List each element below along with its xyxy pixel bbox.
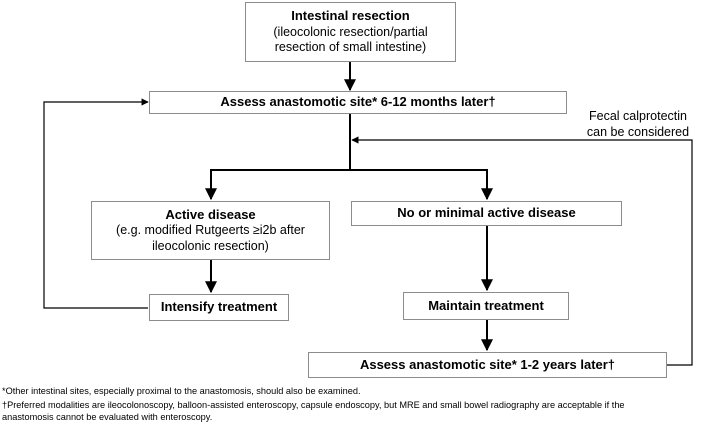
node-assess-followup-title: Assess anastomotic site* 1-2 years later… <box>359 356 616 372</box>
node-intestinal-resection-line1: (ileocolonic resection/partial <box>273 24 428 39</box>
node-assess-followup: Assess anastomotic site* 1-2 years later… <box>308 352 667 378</box>
footnote-star: *Other intestinal sites, especially prox… <box>2 386 361 396</box>
node-active-disease-line2: ileocolonic resection) <box>152 238 269 253</box>
node-intestinal-resection-line2: resection of small intestine) <box>274 40 427 55</box>
footnote-dagger-line1: †Preferred modalities are ileocolonoscop… <box>2 400 625 410</box>
node-minimal-disease: No or minimal active disease <box>351 201 622 226</box>
side-note-fecal-calprotectin: Fecal calprotectin can be considered <box>568 108 708 141</box>
side-note-line2: can be considered <box>586 125 690 140</box>
side-note-line1: Fecal calprotectin <box>589 109 687 123</box>
node-intensify-treatment: Intensify treatment <box>149 294 289 321</box>
node-minimal-disease-title: No or minimal active disease <box>397 205 576 221</box>
node-intestinal-resection-title: Intestinal resection <box>291 8 410 24</box>
arrow-followup-loop-back <box>351 136 693 366</box>
node-active-disease: Active disease (e.g. modified Rutgeerts … <box>91 201 330 260</box>
node-assess-initial: Assess anastomotic site* 6-12 months lat… <box>149 91 567 114</box>
node-maintain-treatment: Maintain treatment <box>403 292 569 320</box>
footnote-dagger-line2: anastomosis cannot be evaluated with ent… <box>2 412 213 422</box>
node-intestinal-resection: Intestinal resection (ileocolonic resect… <box>245 2 456 62</box>
node-active-disease-line1: (e.g. modified Rutgeerts ≥i2b after <box>116 223 305 237</box>
node-assess-initial-title: Assess anastomotic site* 6-12 months lat… <box>220 94 496 110</box>
arrow-intensify-loop-back <box>43 98 149 309</box>
node-active-disease-title: Active disease <box>165 206 256 222</box>
node-maintain-treatment-title: Maintain treatment <box>428 297 544 313</box>
node-intensify-treatment-title: Intensify treatment <box>160 299 278 315</box>
